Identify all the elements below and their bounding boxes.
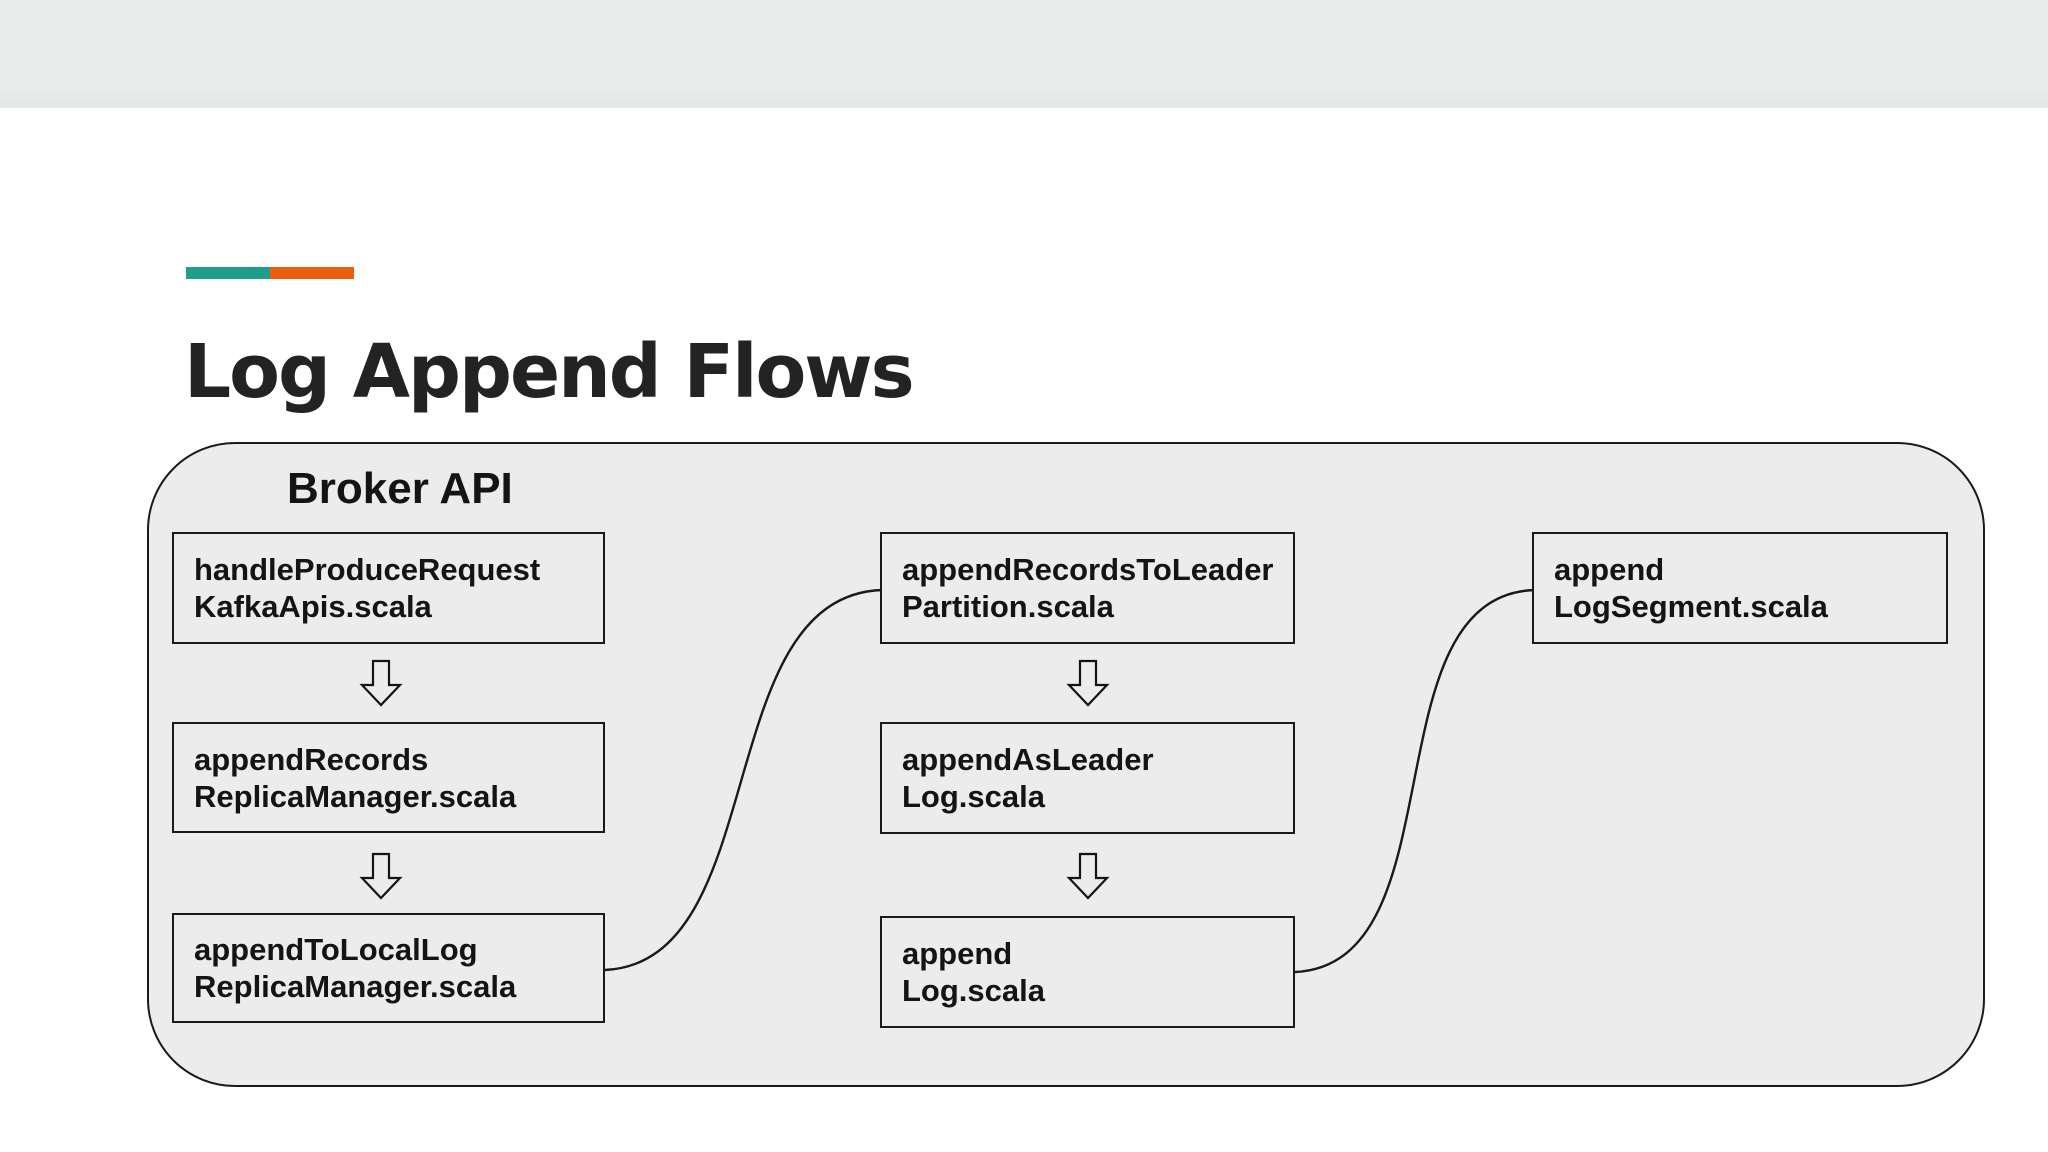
broker-api-label: Broker API: [287, 464, 513, 513]
flow-box-appendtolocallog: appendToLocalLog ReplicaManager.scala: [172, 913, 605, 1023]
flow-box-appendrecords: appendRecords ReplicaManager.scala: [172, 722, 605, 833]
file-name: ReplicaManager.scala: [194, 778, 517, 814]
page-title: Log Append Flows: [184, 329, 915, 415]
accent-bar: [186, 267, 354, 279]
flow-box-handleproducerequest: handleProduceRequest KafkaApis.scala: [172, 532, 605, 644]
file-name: Log.scala: [902, 973, 1045, 1008]
accent-teal-segment: [186, 267, 270, 279]
down-arrow-icon: [359, 852, 403, 900]
down-arrow-icon: [1066, 659, 1110, 707]
function-name: appendRecordsToLeader: [902, 552, 1274, 587]
function-name: appendToLocalLog: [194, 932, 478, 967]
function-name: append: [902, 936, 1013, 971]
flow-box-appendasleader: appendAsLeader Log.scala: [880, 722, 1295, 834]
file-name: LogSegment.scala: [1554, 589, 1828, 624]
flow-box-append-logsegment: append LogSegment.scala: [1532, 532, 1948, 644]
accent-orange-segment: [270, 267, 354, 279]
function-name: appendRecords: [194, 741, 429, 777]
file-name: Partition.scala: [902, 589, 1114, 624]
function-name: append: [1554, 552, 1665, 587]
down-arrow-icon: [1066, 852, 1110, 900]
flow-box-appendrecordstoleader: appendRecordsToLeader Partition.scala: [880, 532, 1295, 644]
function-name: handleProduceRequest: [194, 552, 541, 587]
file-name: Log.scala: [902, 779, 1045, 814]
flow-box-append-log: append Log.scala: [880, 916, 1295, 1028]
function-name: appendAsLeader: [902, 742, 1154, 777]
file-name: ReplicaManager.scala: [194, 969, 517, 1004]
down-arrow-icon: [359, 659, 403, 707]
top-band: [0, 0, 2048, 108]
file-name: KafkaApis.scala: [194, 589, 432, 624]
